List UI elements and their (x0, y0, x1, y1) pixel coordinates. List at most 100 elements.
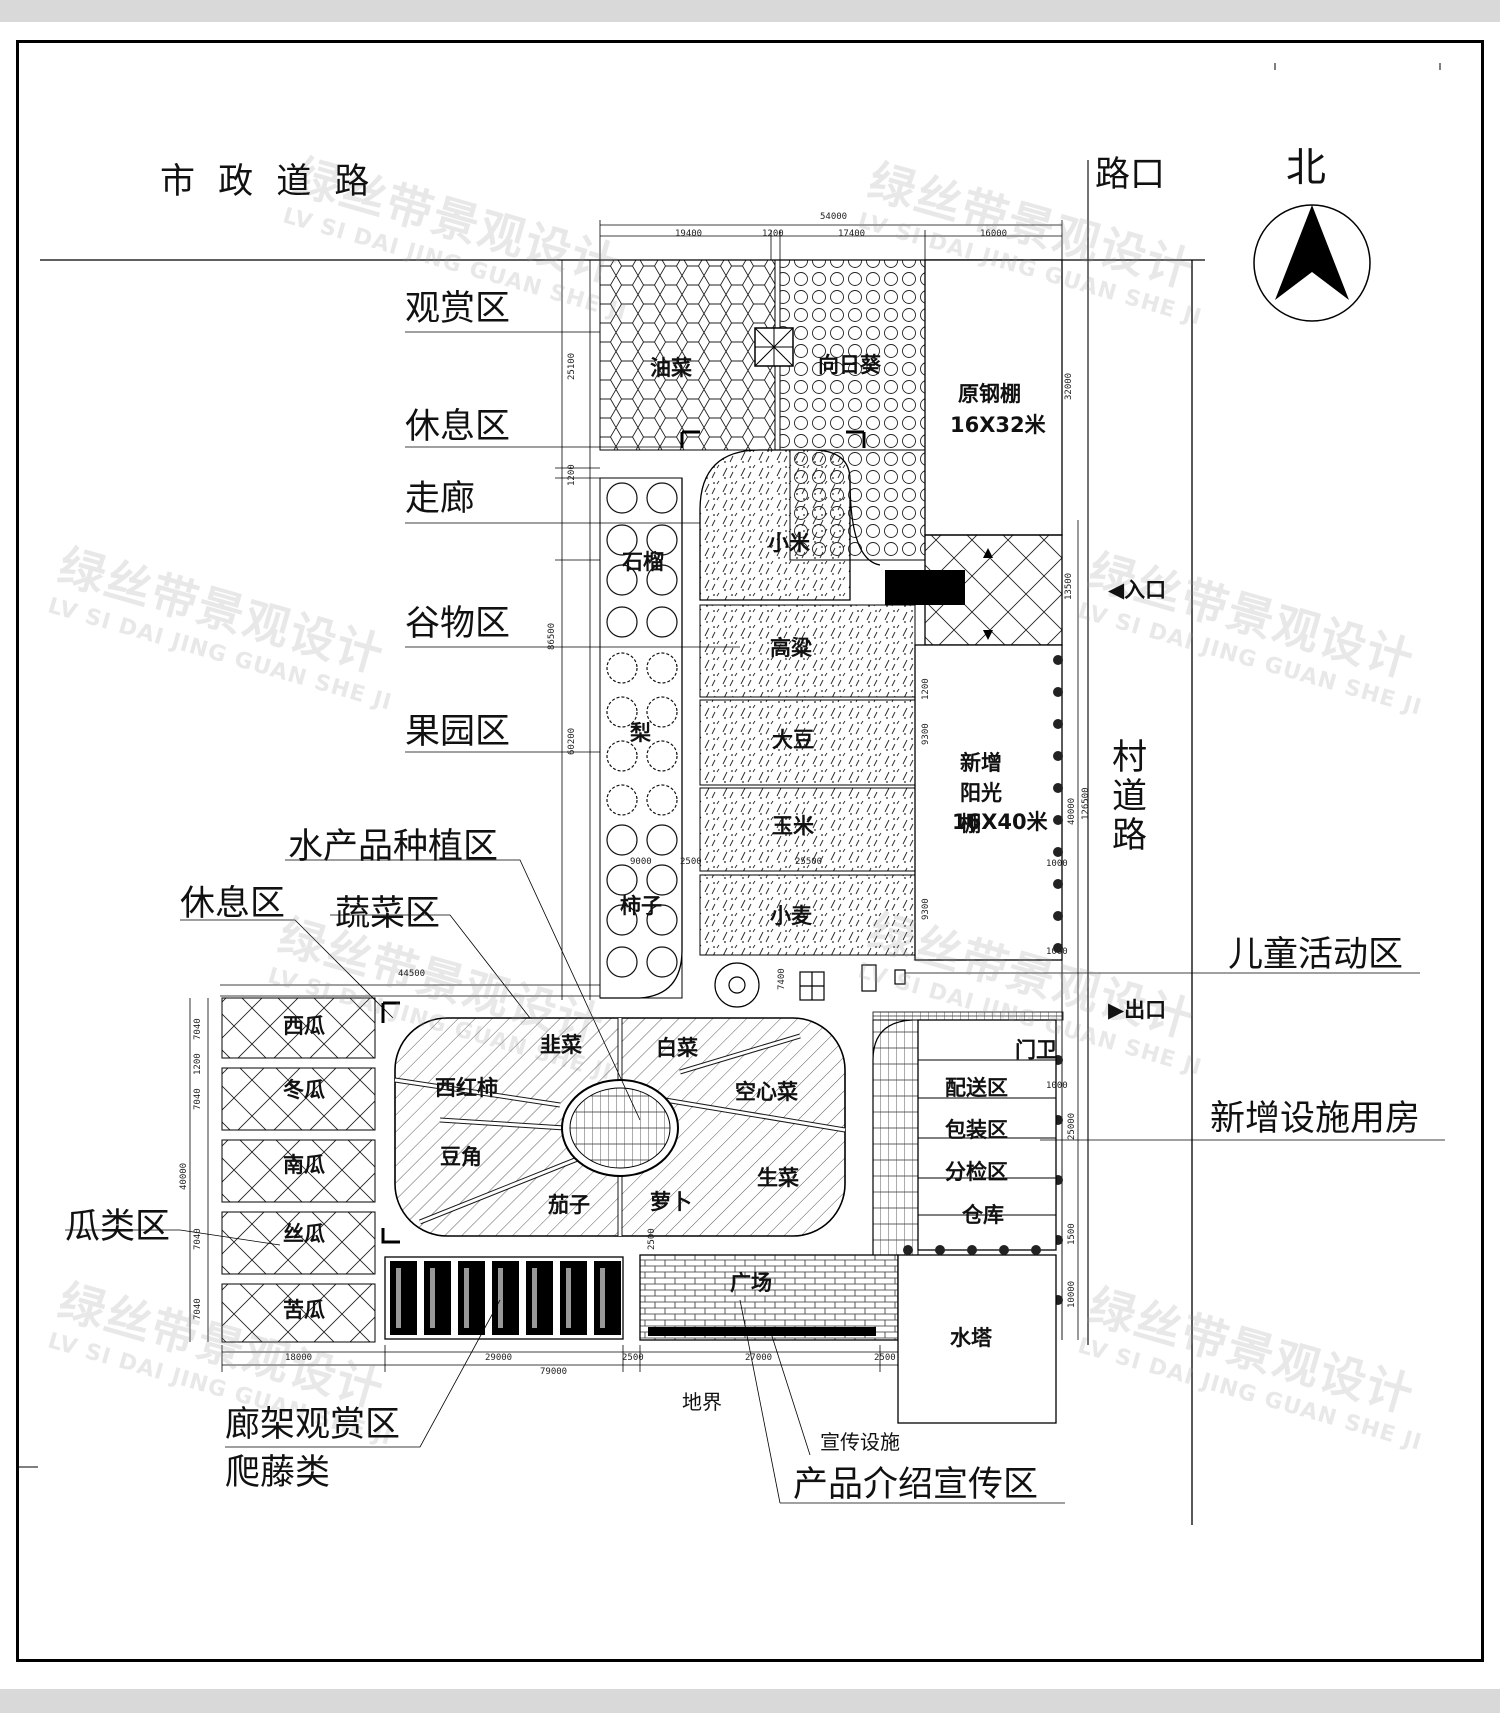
tree-symbols (606, 482, 678, 978)
steel-shed (924, 259, 1063, 536)
entrance-out: ▶出口 (1108, 998, 1167, 1022)
dim-left-1: 25100 (567, 352, 577, 380)
soybean-plot (699, 699, 916, 786)
bitter-gourd-label: 苦瓜 (283, 1298, 325, 1322)
loofah-label: 丝瓜 (283, 1222, 325, 1246)
packing-label: 包装区 (945, 1118, 1008, 1142)
zone-corridor-label: 走廊 (405, 479, 476, 519)
wheat-label: 小麦 (770, 904, 812, 928)
dim-right-f: 1500 (1067, 1223, 1077, 1245)
warehouse-label: 仓库 (962, 1203, 1004, 1227)
sorghum-label: 高粱 (770, 636, 812, 660)
zone-vegetable-label: 蔬菜区 (335, 894, 441, 934)
watermelon-label: 西瓜 (283, 1014, 325, 1038)
dim-bottom-e: 2500 (874, 1353, 896, 1363)
corn-plot (699, 787, 916, 872)
water-spinach-label: 空心菜 (735, 1080, 798, 1104)
soybean-label: 大豆 (772, 728, 814, 752)
bitter-gourd-plot (221, 1283, 376, 1343)
north-arrow-icon (1253, 204, 1371, 322)
boundary-label: 地界 (682, 1390, 722, 1414)
dim-melon-w-3: 7040 (193, 1228, 203, 1250)
village-road-label: 村道路 (1106, 738, 1146, 855)
melon-zone (221, 997, 376, 1343)
promo-facility (648, 1327, 876, 1336)
dispatch-label: 配送区 (945, 1076, 1008, 1100)
leek-label: 韭菜 (540, 1033, 582, 1057)
millet-label: 小米 (768, 531, 810, 555)
pomegranate-label: 石榴 (622, 550, 664, 574)
lettuce-label: 生菜 (757, 1166, 799, 1190)
eggplant-label: 茄子 (548, 1193, 590, 1217)
wax-gourd-label: 冬瓜 (283, 1078, 325, 1102)
left-dimension-lines (555, 259, 600, 1000)
radish-label: 萝卜 (650, 1190, 692, 1214)
municipal-road-label: 市 政 道 路 (160, 162, 376, 202)
sunflower-plot (779, 259, 926, 451)
pumpkin-label: 南瓜 (283, 1153, 325, 1177)
dim-side-1000-c: 1000 (1046, 1081, 1068, 1091)
north-label: 北 (1286, 145, 1326, 191)
plaza-label: 广场 (730, 1271, 772, 1295)
water-tower (897, 1254, 1057, 1424)
zone-rest-label: 休息区 (405, 407, 511, 447)
zone-viewing-label: 观赏区 (405, 289, 511, 329)
loofah-plot (221, 1211, 376, 1275)
dim-melon-w: 7040 (193, 1018, 203, 1040)
dim-child-7400: 7400 (777, 968, 787, 990)
top-dimension-lines (599, 220, 1063, 260)
arrow-right-icon: ▶ (1108, 998, 1125, 1022)
zone-facility-house-label: 新增设施用房 (1210, 1099, 1421, 1139)
persimmon-label: 柿子 (620, 894, 662, 918)
dim-bottom-total: 79000 (540, 1367, 568, 1377)
dim-top-c: 17400 (838, 229, 866, 239)
plaza (639, 1254, 899, 1341)
wheat-plot (699, 874, 916, 956)
dim-mid-9300: 9300 (921, 723, 931, 745)
trellis-vines (390, 1261, 621, 1335)
promo-facility-label: 宣传设施 (820, 1430, 900, 1454)
dim-melon-w-2: 7040 (193, 1088, 203, 1110)
dim-melon-w-4: 7040 (193, 1298, 203, 1320)
dim-mid-width: 44500 (398, 969, 426, 979)
pumpkin-plot (221, 1139, 376, 1203)
dim-bottom-b: 29000 (485, 1353, 513, 1363)
dim-side-1000-b: 1000 (1046, 947, 1068, 957)
facility-walkway (872, 1019, 919, 1256)
zone-product-intro-label: 产品介绍宣传区 (793, 1465, 1039, 1505)
dim-right-total: 126500 (1081, 787, 1091, 820)
cowpea-label: 豆角 (440, 1145, 482, 1169)
wax-gourd-plot (221, 1067, 376, 1131)
dim-melon-gap: 1200 (193, 1053, 203, 1075)
dim-bottom-d: 27000 (745, 1353, 773, 1363)
corn-label: 玉米 (772, 814, 814, 838)
sun-shed-label: 新增阳光棚 (960, 751, 1002, 836)
watermelon-plot (221, 997, 376, 1059)
dim-left-2: 1200 (567, 464, 577, 486)
zone-grain-label: 谷物区 (405, 604, 511, 644)
steel-shed-label: 原钢棚 (958, 382, 1021, 406)
leader-lines (65, 331, 1445, 1504)
pear-label: 梨 (630, 721, 651, 745)
guard-label: 门卫 (1015, 1038, 1057, 1062)
dim-top-a: 19400 (675, 229, 703, 239)
dim-top-d: 16000 (980, 229, 1008, 239)
steel-shed-size: 16X32米 (950, 413, 1046, 437)
entrance-in: ◀入口 (1108, 578, 1167, 602)
dim-mid-1200: 1200 (921, 678, 931, 700)
millet-plot (699, 449, 851, 601)
dim-side-1000: 1000 (1046, 859, 1068, 869)
dim-left-3: 86500 (547, 622, 557, 650)
cabbage-label: 白菜 (656, 1036, 698, 1060)
sorting-label: 分检区 (945, 1160, 1008, 1184)
dim-mid-2500: 2500 (680, 857, 702, 867)
dim-melon-total: 40000 (179, 1162, 189, 1190)
orchard-column (599, 477, 683, 999)
dim-mid-25500: 25500 (795, 857, 823, 867)
rapeseed-plot (599, 259, 776, 451)
dim-right-b: 13500 (1064, 572, 1074, 600)
dim-right-e: 10000 (1067, 1280, 1077, 1308)
zone-climbing-label: 爬藤类 (225, 1453, 331, 1493)
arrow-left-icon: ◀ (1108, 578, 1125, 602)
